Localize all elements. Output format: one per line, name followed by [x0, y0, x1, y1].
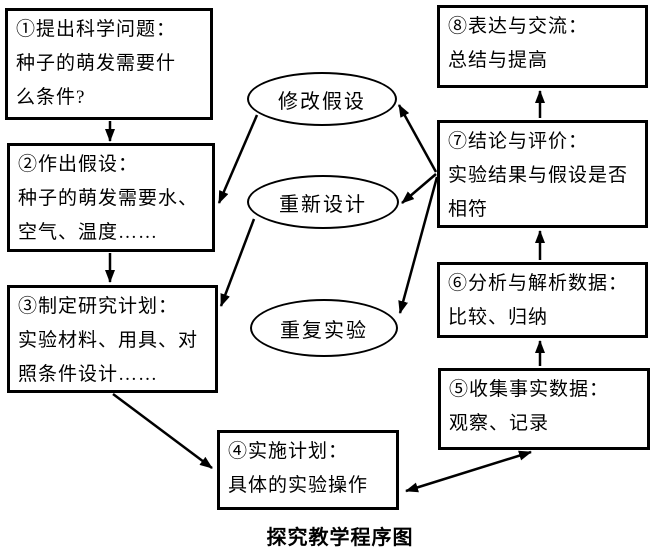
box-line: ③制定研究计划： — [18, 296, 179, 317]
box-line: 观察、记录 — [449, 413, 550, 434]
box-analyze-interpret-data: ⑥分析与解析数据： 比较、归纳 — [437, 262, 648, 338]
ellipse-repeat-experiment: 重复实验 — [250, 299, 398, 357]
box-make-hypothesis: ②作出假设： 种子的萌发需要水、 空气、温度…… — [7, 143, 215, 252]
ellipse-modify-hypothesis: 修改假设 — [247, 72, 397, 126]
box-line: 比较、归纳 — [448, 307, 549, 328]
ellipse-redesign: 重新设计 — [247, 175, 399, 229]
box-line: ⑤收集事实数据： — [449, 379, 610, 400]
box-line: ②作出假设： — [18, 154, 139, 175]
box-line: 具体的实验操作 — [228, 475, 369, 496]
box-collect-factual-data: ⑤收集事实数据： 观察、记录 — [438, 368, 650, 450]
arrow-box5-box4 — [405, 450, 532, 493]
box-express-communicate: ⑧表达与交流： 总结与提高 — [437, 5, 648, 88]
box-line: 相符 — [448, 199, 489, 220]
ellipse-label: 修改假设 — [278, 90, 366, 113]
box-line: ①提出科学问题： — [16, 19, 177, 40]
box-line: 种子的萌发需要水、 — [18, 188, 199, 209]
box-pose-scientific-question: ①提出科学问题： 种子的萌发需要什 么条件? — [5, 8, 213, 120]
arrow-box7-repeat-experiment — [398, 176, 439, 314]
box-make-research-plan: ③制定研究计划： 实验材料、用具、对 照条件设计…… — [7, 285, 218, 393]
box-line: ⑥分析与解析数据： — [448, 273, 629, 294]
box-line: 实验材料、用具、对 — [18, 330, 199, 351]
arrow-modify-hypothesis-box2 — [217, 114, 259, 204]
box-conclusion-evaluation: ⑦结论与评价： 实验结果与假设是否 相符 — [437, 120, 648, 228]
box-line: 总结与提高 — [448, 50, 549, 71]
box-line: 实验结果与假设是否 — [448, 165, 629, 186]
box-line: ⑧表达与交流： — [448, 16, 589, 37]
arrow-redesign-box3 — [219, 218, 256, 307]
arrow-box3-box4 — [112, 392, 213, 470]
diagram-caption: 探究教学程序图 — [266, 527, 414, 549]
box-line: 照条件设计…… — [18, 364, 159, 385]
ellipse-label: 重新设计 — [279, 193, 367, 216]
box-line: ⑦结论与评价： — [448, 131, 589, 152]
box-line: 空气、温度…… — [18, 222, 159, 243]
box-implement-plan: ④实施计划： 具体的实验操作 — [217, 430, 399, 510]
box-line: 种子的萌发需要什 — [16, 53, 177, 74]
box-line: ④实施计划： — [228, 441, 349, 462]
box-line: 么条件? — [16, 87, 86, 108]
arrow-box7-modify-hypothesis — [397, 104, 438, 173]
ellipse-label: 重复实验 — [280, 319, 368, 342]
arrow-box7-redesign — [401, 173, 437, 204]
